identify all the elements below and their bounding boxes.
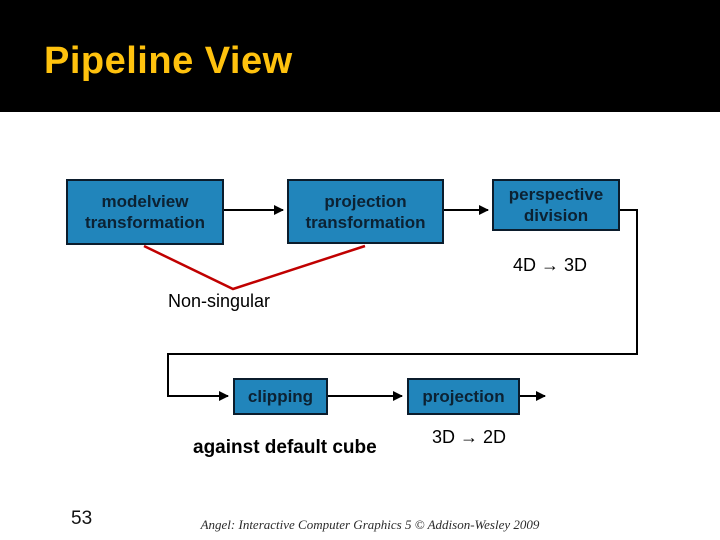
label-4d-to-3d: 4D → 3D (513, 255, 588, 275)
box-modelview-transformation: modelview transformation (66, 179, 224, 245)
page-title: Pipeline View (44, 40, 293, 82)
box-modelview-label: modelview transformation (85, 192, 205, 232)
box-projection-label: projection (422, 387, 505, 406)
box-clipping-label: clipping (247, 387, 314, 406)
box-projection-transformation: projection transformation (287, 179, 444, 244)
footer-credit: Angel: Interactive Computer Graphics 5 ©… (200, 517, 540, 532)
box-perspective-division-label: perspective division (508, 185, 604, 225)
header-bar: Pipeline View (0, 0, 720, 112)
feedback-line-perspective-division-to-clipping (167, 209, 638, 401)
non-singular-annotation-line (143, 244, 366, 291)
box-clipping: clipping (233, 378, 328, 415)
page-number: 53 (71, 508, 93, 529)
box-perspective-division: perspective division (492, 179, 620, 231)
label-against-default-cube: against default cube (193, 437, 377, 458)
label-3d-to-2d: 3D → 2D (432, 427, 507, 447)
label-non-singular: Non-singular (168, 291, 271, 311)
box-projection-transformation-label: projection transformation (305, 191, 426, 232)
box-projection: projection (407, 378, 520, 415)
